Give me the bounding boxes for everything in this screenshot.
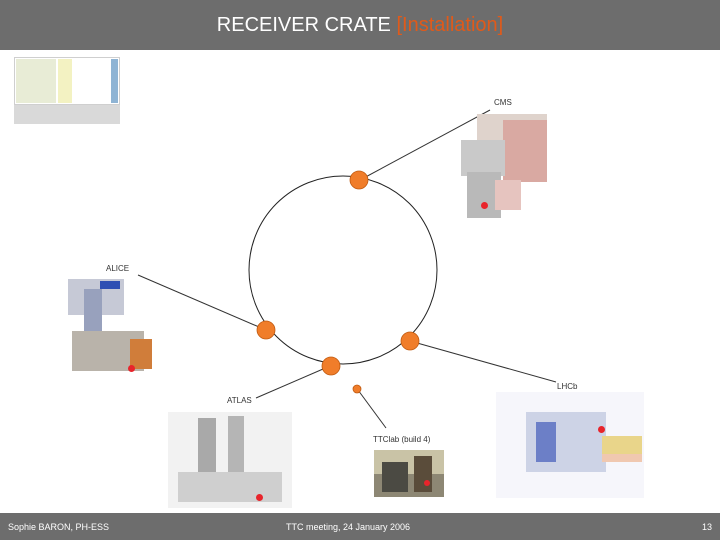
crate-thumbnail (14, 57, 120, 124)
title-main: RECEIVER CRATE (216, 14, 397, 36)
ttclab-label: TTClab (build 4) (373, 435, 431, 444)
lhcb-cavern-image (496, 392, 644, 498)
lhcb-connector (409, 340, 557, 383)
atlas-site-marker (321, 356, 341, 376)
lhc-ring (248, 175, 438, 365)
lhcb-label: LHCb (557, 382, 578, 391)
atlas-connector (255, 365, 331, 399)
alice-connector (137, 274, 267, 331)
ttclab-site-marker (352, 384, 362, 394)
ttclab-connector (357, 389, 387, 429)
atlas-label: ATLAS (227, 396, 252, 405)
cms-cavern-image (455, 110, 553, 220)
footer-meeting: TTC meeting, 24 January 2006 (286, 522, 411, 532)
page-number: 13 (702, 522, 713, 532)
atlas-cavern-image (168, 412, 292, 508)
title-bracket: [Installation] (396, 14, 504, 36)
cms-label: CMS (494, 98, 512, 107)
ttclab-photo (374, 450, 444, 497)
alice-label: ALICE (106, 264, 130, 273)
title-bar (0, 0, 720, 50)
alice-cavern-image (60, 273, 172, 377)
footer-author: Sophie BARON, PH-ESS (8, 522, 110, 532)
footer-bar (0, 513, 720, 540)
slide-title: RECEIVER CRATE [Installation] (0, 14, 720, 37)
lhcb-site-marker (400, 331, 420, 351)
alice-site-marker (256, 320, 276, 340)
cms-connector (359, 109, 491, 181)
cms-site-marker (349, 170, 369, 190)
